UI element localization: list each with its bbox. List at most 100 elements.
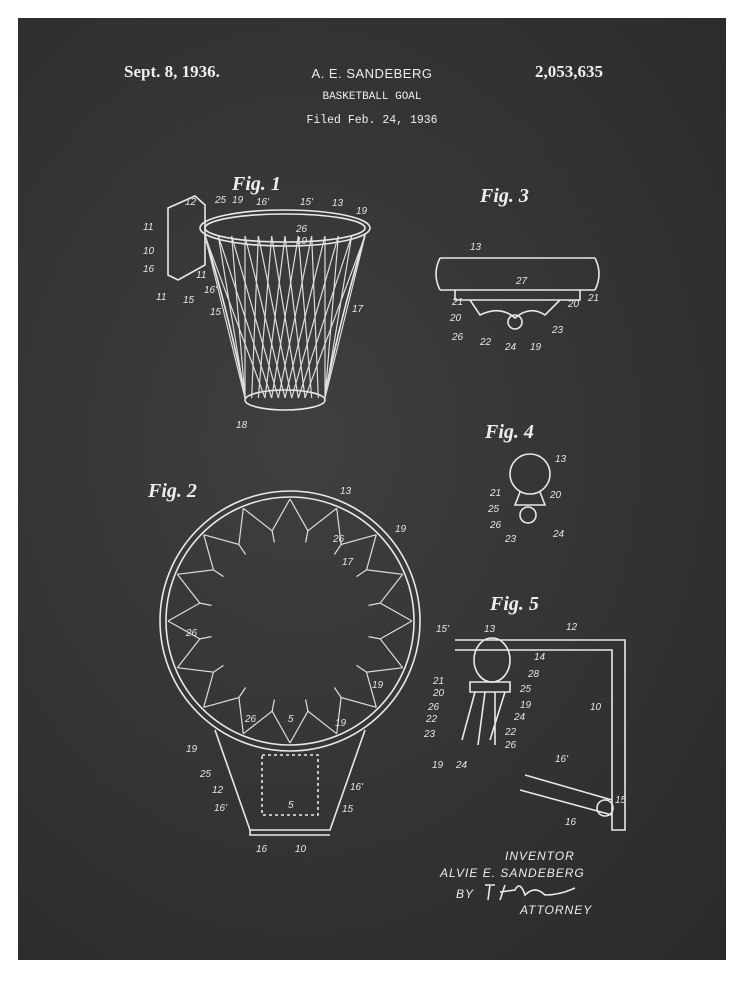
figure-1: Fig. 1 12 25 19 16' 15' 13 19 11 10 16 1…	[143, 173, 371, 431]
reference-numeral: 22	[504, 727, 517, 738]
reference-numeral: 16'	[555, 754, 569, 765]
net-strand	[257, 235, 273, 399]
reference-numeral: 16	[143, 264, 155, 275]
net-strand	[368, 602, 381, 606]
figure-4: Fig. 4 13 21 20 25 26 24 23	[484, 421, 567, 545]
reference-numeral: 20	[549, 490, 562, 501]
net-strand	[324, 235, 339, 399]
reference-numeral: 19	[335, 718, 347, 729]
reference-numeral: 5	[288, 714, 294, 725]
filed-date: Filed Feb. 24, 1936	[306, 114, 438, 127]
net-strand	[284, 235, 326, 399]
net-strand	[204, 235, 266, 399]
reference-numeral: 15'	[436, 624, 450, 635]
reference-numeral: 19	[520, 700, 532, 711]
reference-numeral: 27	[515, 276, 528, 287]
reference-numeral: 26	[427, 702, 440, 713]
reference-numeral: 10	[590, 702, 602, 713]
net-strand	[277, 235, 313, 399]
reference-numeral: 26	[451, 332, 464, 343]
fig1-net	[204, 235, 366, 399]
net-strand	[199, 602, 212, 606]
fig2-net-loops	[167, 498, 413, 744]
net-strand	[251, 235, 259, 399]
fig2-rim	[159, 490, 421, 752]
reference-numeral: 16	[256, 844, 268, 855]
reference-numeral: 15'	[300, 197, 314, 208]
reference-numeral: 15	[615, 795, 627, 806]
reference-numeral: 16'	[350, 782, 364, 793]
reference-numeral: 10	[295, 844, 307, 855]
reference-numeral: 19	[296, 236, 308, 247]
reference-numeral: 12	[185, 197, 197, 208]
reference-numeral: 23	[423, 729, 436, 740]
reference-numeral: 18	[236, 420, 248, 431]
net-strand	[238, 544, 247, 555]
chalkboard-background	[18, 18, 726, 960]
net-strand	[204, 235, 246, 399]
reference-numeral: 25	[487, 504, 500, 515]
fig5-bracket	[455, 639, 626, 831]
reference-numeral: 15	[342, 804, 354, 815]
net-strand	[213, 664, 224, 673]
reference-numeral: 24	[504, 342, 517, 353]
reference-numeral: 10	[143, 246, 155, 257]
inventor-header: A. E. SANDEBERG	[311, 66, 433, 81]
reference-numeral: 26	[244, 714, 257, 725]
net-strand	[231, 235, 246, 399]
net-strand	[356, 569, 367, 578]
reference-numeral: 19	[186, 744, 198, 755]
reference-numeral: 23	[504, 534, 517, 545]
net-strand	[291, 235, 339, 399]
reference-numeral: 19	[395, 524, 407, 535]
reference-numeral: 13	[470, 242, 482, 253]
reference-numeral: 15	[210, 307, 222, 318]
reference-numeral: 26	[185, 628, 198, 639]
reference-numeral: 19	[432, 760, 444, 771]
net-strand	[305, 530, 309, 543]
reference-numeral: 21	[451, 297, 463, 308]
reference-numeral: 25	[199, 769, 212, 780]
reference-numeral: 20	[432, 688, 445, 699]
fig4-rim-section	[509, 453, 551, 495]
fig3-label: Fig. 3	[479, 185, 529, 207]
reference-numeral: 22	[425, 714, 438, 725]
reference-numeral: 26	[295, 224, 308, 235]
net-strand	[356, 664, 367, 673]
net-strand	[297, 235, 353, 399]
net-strand	[271, 530, 275, 543]
reference-numeral: 11	[196, 270, 206, 281]
figure-2: Fig. 2 13 19 26 17 15' 26 19 26 19 19 25…	[147, 480, 450, 855]
reference-numeral: 16'	[214, 803, 228, 814]
fig4-label: Fig. 4	[484, 421, 534, 443]
inventor-label: INVENTOR	[505, 849, 575, 863]
reference-numeral: 14	[534, 652, 546, 663]
fig2-label: Fig. 2	[147, 480, 197, 502]
signature-block: INVENTOR ALVIE E. SANDEBERG BY ATTORNEY	[439, 849, 591, 917]
reference-numeral: 16'	[256, 197, 270, 208]
reference-numeral: 26	[489, 520, 502, 531]
reference-numeral: 20	[567, 299, 580, 310]
reference-numeral: 5	[288, 800, 294, 811]
reference-numeral: 22	[479, 337, 492, 348]
net-strand	[213, 569, 224, 578]
reference-numeral: 17	[352, 304, 364, 315]
reference-numeral: 21	[587, 293, 599, 304]
reference-numeral: 13	[484, 624, 496, 635]
reference-numeral: 21	[489, 488, 501, 499]
net-strand	[271, 699, 275, 712]
reference-numeral: 24	[552, 529, 565, 540]
reference-numeral: 13	[555, 454, 567, 465]
reference-numeral: 19	[232, 195, 244, 206]
reference-numeral: 13	[340, 486, 352, 497]
net-strand	[368, 636, 381, 640]
reference-numeral: 16	[565, 817, 577, 828]
reference-numeral: 26	[504, 740, 517, 751]
reference-numeral: 12	[212, 785, 224, 796]
reference-numeral: 15	[183, 295, 195, 306]
by-label: BY	[456, 887, 474, 901]
fig2-bracket	[214, 729, 366, 836]
fig1-rim	[199, 209, 371, 247]
attorney-signature	[485, 884, 576, 901]
